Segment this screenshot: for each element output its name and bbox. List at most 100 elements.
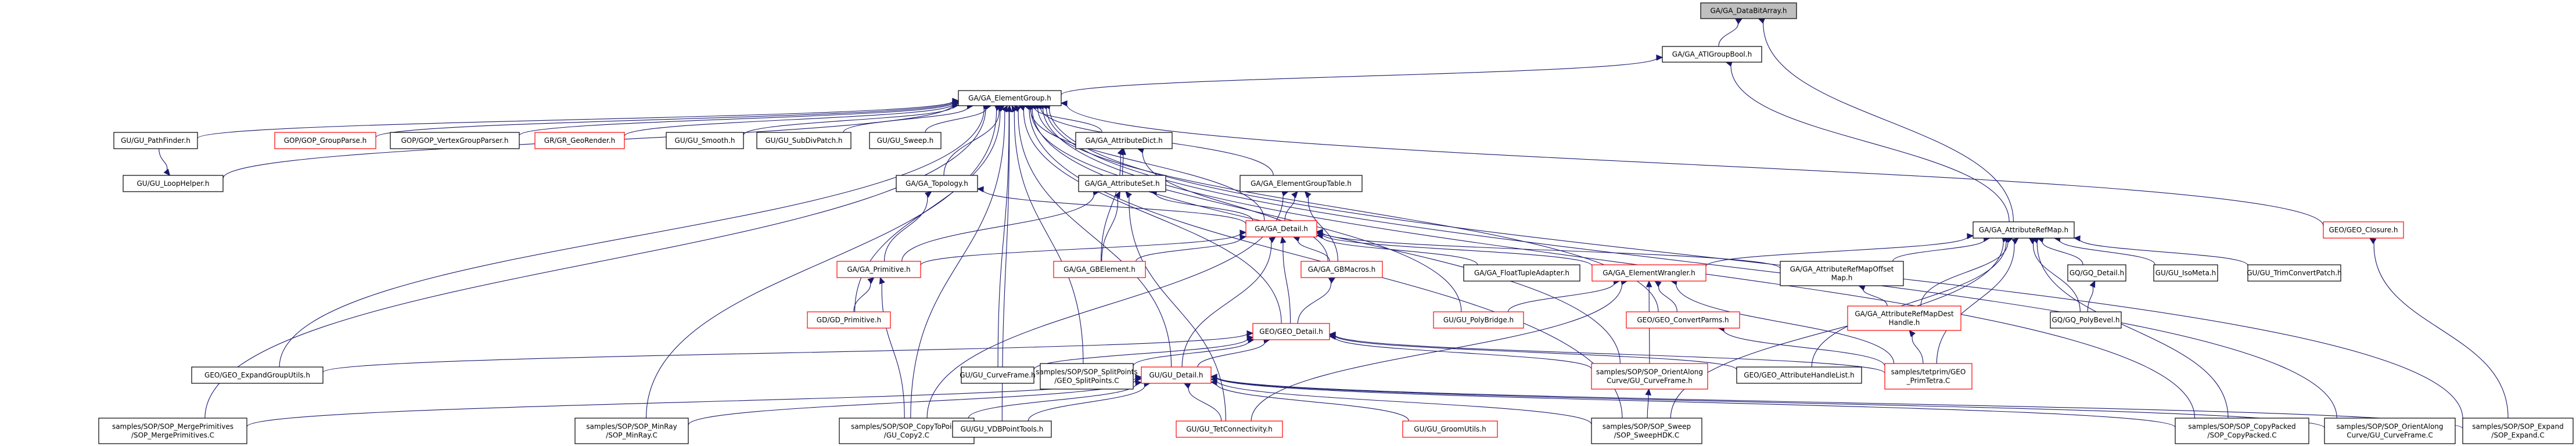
edge-copypacked-to-attributerefmap [2036,240,2229,419]
node-gudetail[interactable]: GU/GU_Detail.h [1141,366,1212,384]
node-curveframe[interactable]: GU/GU_CurveFrame.h [960,366,1036,384]
node-sweep[interactable]: GU/GU_Sweep.h [869,132,942,149]
node-atigroupbool[interactable]: GA/GA_ATIGroupBool.h [1662,46,1762,63]
node-box [1252,323,1330,340]
edge-elementgroup-to-atigroupbool [1061,57,1658,95]
arrowhead-icon [1328,331,1336,338]
node-gdprimitive[interactable]: GD/GD_Primitive.h [807,311,891,329]
edge-geodetail-to-gadetail [1282,242,1291,324]
node-label: GA/GA_Detail.h [1255,225,1308,233]
node-label: GU/GU_GroomUtils.h [1414,425,1486,433]
node-sweephdk[interactable]: samples/SOP/SOP_Sweep/SOP_SweepHDK.C [1591,418,1702,444]
edge-mergeprimitives-to-gudetail [246,377,1137,427]
node-label: GA/GA_ATIGroupBool.h [1672,51,1752,59]
edge-vdbpointtools-to-gudetail [1027,384,1145,422]
node-polybridge[interactable]: GU/GU_PolyBridge.h [1433,311,1524,329]
node-box [1053,261,1146,278]
node-elementwrangler[interactable]: GA/GA_ElementWrangler.h [1591,264,1706,282]
node-label: GU/GU_VDBPointTools.h [961,425,1044,433]
arrowhead-icon [1316,229,1323,235]
node-label: GA/GA_ElementGroup.h [968,94,1051,102]
arrowhead-icon [1654,280,1662,287]
node-copypacked[interactable]: samples/SOP/SOP_CopyPacked/SOP_CopyPacke… [2175,418,2309,444]
node-gadetail[interactable]: GA/GA_Detail.h [1245,220,1317,238]
node-topology[interactable]: GA/GA_Topology.h [896,175,978,192]
node-label: GD/GD_Primitive.h [817,316,881,324]
node-box [1847,305,1961,331]
node-gbmacros[interactable]: GA/GA_GBMacros.h [1300,261,1383,278]
node-orientalongcurveh[interactable]: samples/SOP/SOP_OrientAlongCurve/GU_Curv… [1591,363,1708,390]
node-loophelper[interactable]: GU/GU_LoopHelper.h [123,175,224,192]
node-label: GA/GA_ElementGroupTable.h [1251,179,1352,188]
node-box [1463,264,1580,282]
arrowhead-icon [1060,100,1068,107]
edge-gbmacros-to-elementgrouptable [1307,195,1338,262]
node-attributedict[interactable]: GA/GA_AttributeDict.h [1075,132,1173,149]
node-trimconvertpatch[interactable]: GU/GU_TrimConvertPatch.h [2247,264,2342,282]
node-georender[interactable]: GR/GR_GeoRender.h [534,132,625,149]
node-gqdetail[interactable]: GQ/GQ_Detail.h [2067,264,2126,282]
arrowhead-icon [1246,330,1254,337]
node-polybevel[interactable]: GQ/GQ_PolyBevel.h [2050,311,2122,329]
edge-polybridge-to-elementgroup [1030,107,1462,312]
node-label: samples/SOP/SOP_Sweep [1603,423,1691,431]
node-elementgrouptable[interactable]: GA/GA_ElementGroupTable.h [1240,175,1363,192]
node-box [869,132,942,149]
node-vertexgroupparser[interactable]: GOP/GOP_VertexGroupParser.h [390,132,520,149]
node-label: GOP/GOP_GroupParse.h [284,136,367,145]
node-attributerefmap[interactable]: GA/GA_AttributeRefMap.h [1973,221,2075,239]
edge-atigroupbool-to-databitarray [1718,21,1738,47]
edge-curveframe-to-elementgroup [997,110,1009,368]
edge-isometa-to-attributerefmap [2059,238,2155,265]
node-geodetail[interactable]: GEO/GEO_Detail.h [1252,323,1330,340]
node-box [1780,261,1904,286]
edge-expandc-to-geoclosure [2373,240,2509,419]
edge-primitive-to-attributeset [901,192,1095,262]
node-convertparms[interactable]: GEO/GEO_ConvertParms.h [1626,311,1740,329]
edge-orientalongcurveh-to-geodetail [1334,336,1592,369]
edge-expandgrouputils-to-geodetail [322,333,1248,373]
node-label: GA/GA_FloatTupleAdapter.h [1474,269,1569,277]
node-label: Curve/GU_CurveFrame.C [2347,431,2433,440]
node-floattupleadapter[interactable]: GA/GA_FloatTupleAdapter.h [1463,264,1580,282]
arrowhead-icon [1645,388,1651,395]
node-geoclosure[interactable]: GEO/GEO_Closure.h [2323,221,2404,239]
node-isometa[interactable]: GU/GU_IsoMeta.h [2153,264,2218,282]
node-elementgroup[interactable]: GA/GA_ElementGroup.h [958,90,1062,106]
arrowhead-icon [1011,105,1018,113]
node-vdbpointtools[interactable]: GU/GU_VDBPointTools.h [952,420,1052,438]
node-label: GA/GA_ElementWrangler.h [1603,269,1695,277]
node-tetconnectivity[interactable]: GU/GU_TetConnectivity.h [1176,420,1283,438]
node-box [1591,264,1706,282]
node-gbelement[interactable]: GA/GA_GBElement.h [1053,261,1146,278]
node-mergeprimitives[interactable]: samples/SOP/SOP_MergePrimitives/SOP_Merg… [98,418,247,444]
node-label: GR/GR_GeoRender.h [544,136,615,145]
node-box [1433,311,1524,329]
arrowhead-icon [1304,191,1312,199]
node-attributehandlelist[interactable]: GEO/GEO_AttributeHandleList.h [1736,366,1862,384]
node-pathfinder[interactable]: GU/GU_PathFinder.h [113,132,198,149]
node-splitpoints[interactable]: samples/SOP/SOP_SplitPoints/GEO_SplitPoi… [1036,363,1138,390]
node-orientalongcurvec[interactable]: samples/SOP/SOP_OrientAlongCurve/GU_Curv… [2324,418,2456,444]
node-label: samples/SOP/SOP_SplitPoints [1036,368,1137,376]
node-expandc[interactable]: samples/SOP/SOP_Expand/SOP_Expand.C [2462,418,2574,444]
node-smooth[interactable]: GU/GU_Smooth.h [666,132,744,149]
arrowhead-icon [2073,235,2081,242]
node-databitarray[interactable]: GA/GA_DataBitArray.h [1700,2,1797,19]
node-box [896,175,978,192]
arrowhead-icon [924,191,932,198]
node-groomutils[interactable]: GU/GU_GroomUtils.h [1402,420,1498,438]
edge-attributehandlelist-to-attributerefmap [1811,239,2007,368]
arrowhead-icon [2369,238,2377,244]
edge-georender-to-elementgroup [624,103,954,136]
node-minray[interactable]: samples/SOP/SOP_MinRay/SOP_MinRay.C [574,418,689,444]
node-primitive[interactable]: GA/GA_Primitive.h [836,261,921,278]
node-label: /SOP_SweepHDK.C [1614,431,1679,440]
node-primtetra[interactable]: samples/tetprim/GEO_PrimTetra.C [1884,363,1973,390]
node-groupparse[interactable]: GOP/GOP_GroupParse.h [274,132,376,149]
node-expandgrouputils[interactable]: GEO/GEO_ExpandGroupUtils.h [191,366,324,384]
node-subdivpatch[interactable]: GU/GU_SubDivPatch.h [756,132,852,149]
node-attributeset[interactable]: GA/GA_AttributeSet.h [1078,175,1166,192]
